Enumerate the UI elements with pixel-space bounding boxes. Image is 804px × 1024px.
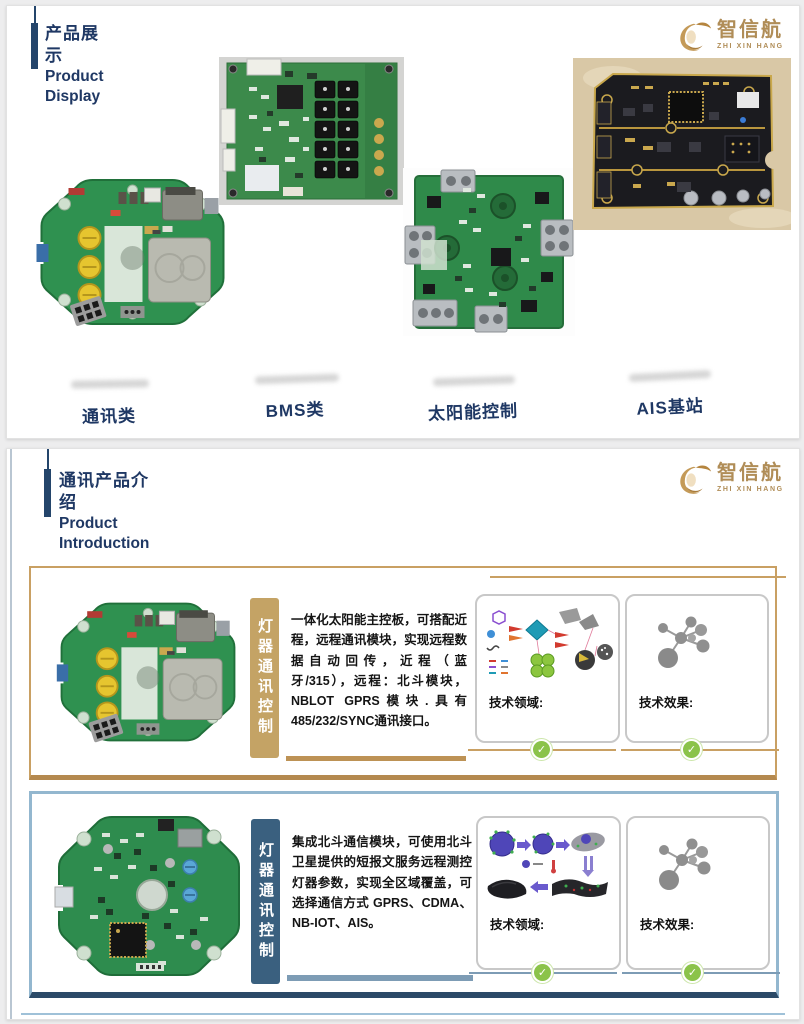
row1-tech-field-box: 技术领域:	[475, 594, 620, 743]
row1-description: 一体化太阳能主控板，可搭配近程，远程通讯模块，实现远程数据自动回传，近程（蓝牙/…	[291, 613, 467, 729]
intro-row-1: 灯器通讯控制 一体化太阳能主控板，可搭配近程，远程通讯模块，实现远程数据自动回传…	[29, 566, 786, 780]
company-logo: 智信航 ZHI XIN HANG	[675, 461, 784, 499]
page-title-zh: 通讯产品介绍	[59, 471, 149, 512]
header-accent-bar	[44, 469, 51, 517]
solar-control-board-image	[403, 168, 575, 336]
product-label-bms: BMS类	[265, 399, 325, 422]
page-title-zh: 产品展示	[45, 24, 99, 65]
logo-name-zh: 智信航	[717, 462, 783, 484]
row1-top-accent-line	[490, 576, 786, 578]
page-title-en: Product Display	[45, 68, 104, 105]
row1-board-image	[53, 583, 243, 761]
logo-swirl-icon	[680, 22, 712, 51]
tech-effect-molecule	[659, 838, 711, 890]
logo-name-zh: 智信航	[717, 19, 783, 41]
logo-name-en: ZHI XIN HANG	[717, 43, 784, 50]
tech-field-diagram	[486, 608, 613, 678]
row1-vertical-label: 灯器通讯控制	[250, 598, 279, 758]
product-label-communication: 通讯类	[81, 406, 137, 427]
ais-base-station-board-image	[573, 58, 791, 230]
row2-underbar	[287, 975, 473, 981]
slide-product-introduction: 通讯产品介绍 Product Introduction 智信航 ZHI XIN …	[6, 448, 800, 1020]
company-logo: 智信航 ZHI XIN HANG	[675, 18, 784, 56]
communication-board-image	[29, 166, 236, 338]
check-icon: ✓	[683, 741, 700, 758]
row1-tech-effect-box: 技术效果:	[625, 594, 769, 743]
tech-field-label: 技术领域:	[490, 918, 545, 932]
row2-effect-underline	[622, 972, 780, 974]
slide2-bottom-rule	[21, 1013, 785, 1015]
check-icon: ✓	[684, 964, 701, 981]
product-label-ais: AIS基站	[635, 396, 705, 419]
label-smudge	[70, 379, 150, 389]
label-smudge	[628, 369, 712, 383]
row1-underbar	[286, 756, 466, 761]
check-icon: ✓	[534, 964, 551, 981]
page-title-en: Product Introduction	[59, 515, 150, 552]
tech-effect-label: 技术效果:	[639, 696, 694, 710]
row2-tech-field-box: 技术领域:	[476, 816, 621, 970]
slide2-left-rule	[10, 449, 12, 1019]
label-smudge	[254, 373, 340, 385]
row2-description: 集成北斗通信模块，可使用北斗卫星提供的短报文服务远程测控灯器参数，实现全区域覆盖…	[292, 835, 472, 930]
row1-effect-underline	[621, 749, 779, 751]
header-stem-line	[34, 6, 36, 23]
label-smudge	[432, 375, 516, 387]
bms-board-image	[219, 57, 404, 205]
tech-effect-molecule	[658, 616, 710, 668]
header-accent-bar	[31, 23, 38, 69]
logo-name-en: ZHI XIN HANG	[717, 486, 784, 493]
row2-vertical-label: 灯器通讯控制	[251, 819, 280, 984]
check-icon: ✓	[533, 741, 550, 758]
intro-row-2: 灯器通讯控制 集成北斗通信模块，可使用北斗卫星提供的短报文服务远程测控灯器参数，…	[29, 791, 780, 998]
logo-swirl-icon	[680, 465, 712, 494]
row2-tech-effect-box: 技术效果:	[626, 816, 770, 970]
header-stem-line	[47, 449, 49, 469]
product-label-solar: 太阳能控制	[427, 401, 519, 424]
tech-effect-label: 技术效果:	[640, 918, 695, 932]
tech-field-diagram	[487, 830, 608, 899]
tech-field-label: 技术领域:	[489, 696, 544, 710]
slide-product-display: 产品展示 Product Display 智信航 ZHI XIN HANG	[6, 5, 800, 439]
row2-board-image	[50, 805, 248, 989]
